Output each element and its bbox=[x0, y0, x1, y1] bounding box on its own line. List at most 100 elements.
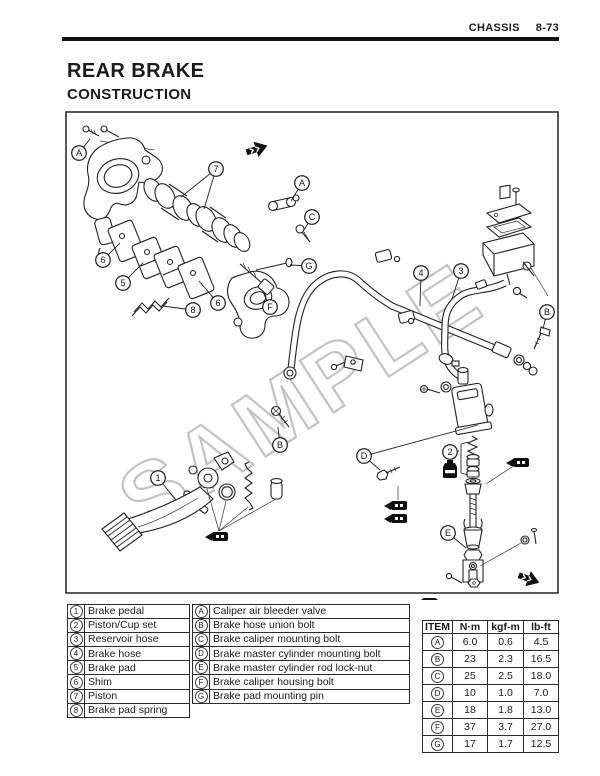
item-label: Brake pad mounting pin bbox=[209, 688, 410, 704]
pivot-pin bbox=[270, 478, 283, 500]
return-spring bbox=[244, 461, 254, 511]
page-title: REAR BRAKE bbox=[67, 60, 205, 82]
item-label: Brake pedal bbox=[84, 603, 190, 620]
item-marker: C bbox=[431, 669, 444, 683]
torque-value: 17 bbox=[452, 735, 488, 753]
torque-value: 13.0 bbox=[523, 701, 559, 719]
svg-text:1: 1 bbox=[155, 473, 160, 483]
callout-G: G bbox=[289, 258, 317, 274]
svg-text:6: 6 bbox=[100, 255, 105, 265]
hose-bracket bbox=[330, 355, 364, 372]
caliper-mounting-bolt bbox=[295, 224, 311, 243]
torque-value: 1.0 bbox=[487, 684, 524, 702]
torque-column-header: ITEM bbox=[422, 620, 453, 634]
item-marker: E bbox=[194, 661, 208, 674]
callout-2: 2 bbox=[442, 444, 460, 460]
torque-value: 10 bbox=[452, 684, 488, 702]
svg-text:3: 3 bbox=[458, 266, 463, 276]
grease-point-lines bbox=[206, 488, 277, 532]
svg-text:8: 8 bbox=[190, 305, 195, 315]
svg-text:B: B bbox=[277, 440, 283, 450]
callout-7: 7 bbox=[180, 161, 224, 210]
item-label: Piston bbox=[84, 688, 190, 704]
torque-value: 27.0 bbox=[523, 718, 559, 736]
chapter-label: CHASSIS bbox=[468, 22, 520, 34]
item-label: Piston/Cup set bbox=[84, 618, 190, 634]
callout-B: B bbox=[272, 426, 288, 453]
callout-A: A bbox=[290, 175, 310, 202]
svg-text:7: 7 bbox=[213, 164, 218, 174]
master-cylinder-mounting-bolt bbox=[376, 466, 401, 481]
callout-3: 3 bbox=[451, 263, 469, 300]
item-marker: 7 bbox=[69, 690, 83, 703]
sample-watermark: SAMPLE bbox=[102, 244, 501, 552]
torque-value: 1.8 bbox=[487, 701, 524, 719]
hose-union-bolt-right bbox=[533, 326, 551, 350]
svg-text:A: A bbox=[76, 148, 82, 158]
item-marker: 3 bbox=[69, 633, 83, 646]
item-marker: 6 bbox=[69, 675, 83, 689]
fluid-reservoir bbox=[475, 184, 549, 299]
item-marker: F bbox=[194, 675, 208, 689]
torque-value: 37 bbox=[452, 718, 488, 736]
svg-text:A: A bbox=[299, 178, 305, 188]
item-label: Caliper air bleeder valve bbox=[209, 603, 410, 620]
item-label: Brake hose union bolt bbox=[209, 618, 410, 634]
callout-E: E bbox=[440, 525, 467, 549]
torque-value: 12.5 bbox=[523, 735, 559, 753]
item-label: Shim bbox=[84, 674, 190, 690]
item-marker: F bbox=[431, 720, 444, 734]
torque-value: 0.6 bbox=[487, 633, 524, 651]
grease-tube-icon bbox=[205, 532, 228, 541]
caliper-body bbox=[83, 137, 163, 261]
piston-set bbox=[143, 178, 251, 252]
torque-value: 2.5 bbox=[487, 667, 524, 685]
item-marker: 2 bbox=[69, 619, 83, 632]
svg-text:2: 2 bbox=[447, 447, 452, 457]
svg-text:E: E bbox=[445, 528, 451, 538]
grease-tube-icon bbox=[384, 486, 407, 523]
torque-value: 18 bbox=[452, 701, 488, 719]
hose-union-bolt-lower bbox=[270, 405, 290, 428]
callout-D: D bbox=[356, 424, 479, 471]
svg-text:C: C bbox=[309, 212, 316, 222]
hose-clamp bbox=[374, 248, 416, 325]
item-marker: 8 bbox=[69, 704, 83, 717]
brake-fluid-bottle-icon bbox=[443, 460, 457, 478]
item-marker: 4 bbox=[69, 647, 83, 660]
brake-hose bbox=[283, 270, 538, 380]
item-label: Brake pad spring bbox=[84, 702, 190, 718]
item-label: Reservoir hose bbox=[84, 632, 190, 648]
torque-column-header: kgf-m bbox=[487, 620, 524, 634]
caliper-housing-bolt bbox=[239, 262, 275, 295]
item-marker: C bbox=[194, 633, 208, 646]
callout-F: F bbox=[262, 291, 278, 315]
svg-text:B: B bbox=[544, 307, 550, 317]
grease-tube-icon bbox=[485, 458, 529, 485]
torque-value: 7.0 bbox=[523, 684, 559, 702]
pad-mounting-pin bbox=[255, 257, 293, 271]
item-label: Brake hose bbox=[84, 646, 190, 662]
item-marker: B bbox=[194, 619, 208, 632]
torque-value: 3.7 bbox=[487, 718, 524, 736]
svg-text:G: G bbox=[305, 261, 312, 271]
torque-value: 18.0 bbox=[523, 667, 559, 685]
